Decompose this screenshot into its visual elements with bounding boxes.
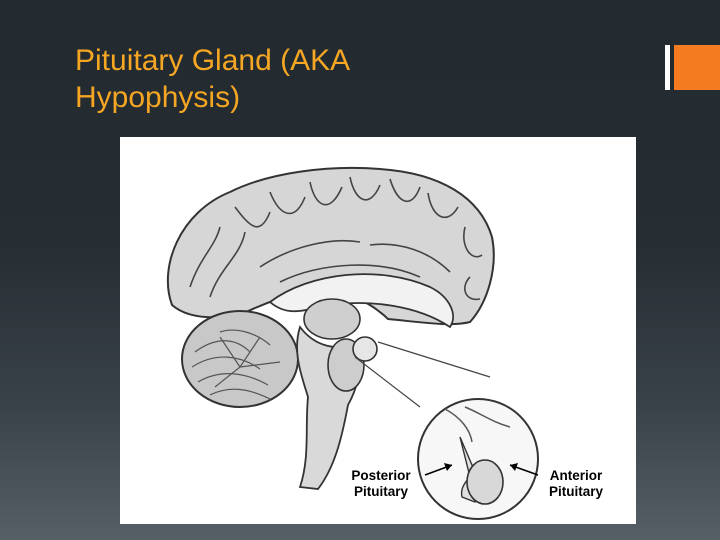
- decorative-bar-orange: [674, 45, 720, 90]
- slide-title-line-1: Pituitary Gland (AKA: [75, 44, 351, 77]
- brain-drawing: [166, 166, 539, 520]
- label-anterior-pituitary: Anterior Pituitary: [540, 468, 612, 500]
- label-posterior-line-2: Pituitary: [353, 484, 408, 499]
- cerebral-gyri: [189, 176, 483, 301]
- brain-sagittal-illustration: Posterior Pituitary Anterior Pituitary: [120, 137, 636, 524]
- label-posterior-pituitary: Posterior Pituitary: [336, 468, 426, 500]
- pituitary-small: [352, 336, 378, 362]
- slide-title-line-2: Hypophysis): [75, 81, 241, 114]
- decorative-bar-white: [665, 45, 670, 90]
- thalamus: [303, 298, 361, 340]
- slide-title: Pituitary Gland (AKA Hypophysis): [75, 42, 595, 116]
- label-anterior-line-2: Pituitary: [548, 484, 603, 499]
- label-anterior-line-1: Anterior: [549, 468, 603, 483]
- cerebellum: [181, 310, 299, 408]
- label-posterior-line-1: Posterior: [351, 468, 411, 483]
- pituitary-enlarged: [417, 398, 539, 520]
